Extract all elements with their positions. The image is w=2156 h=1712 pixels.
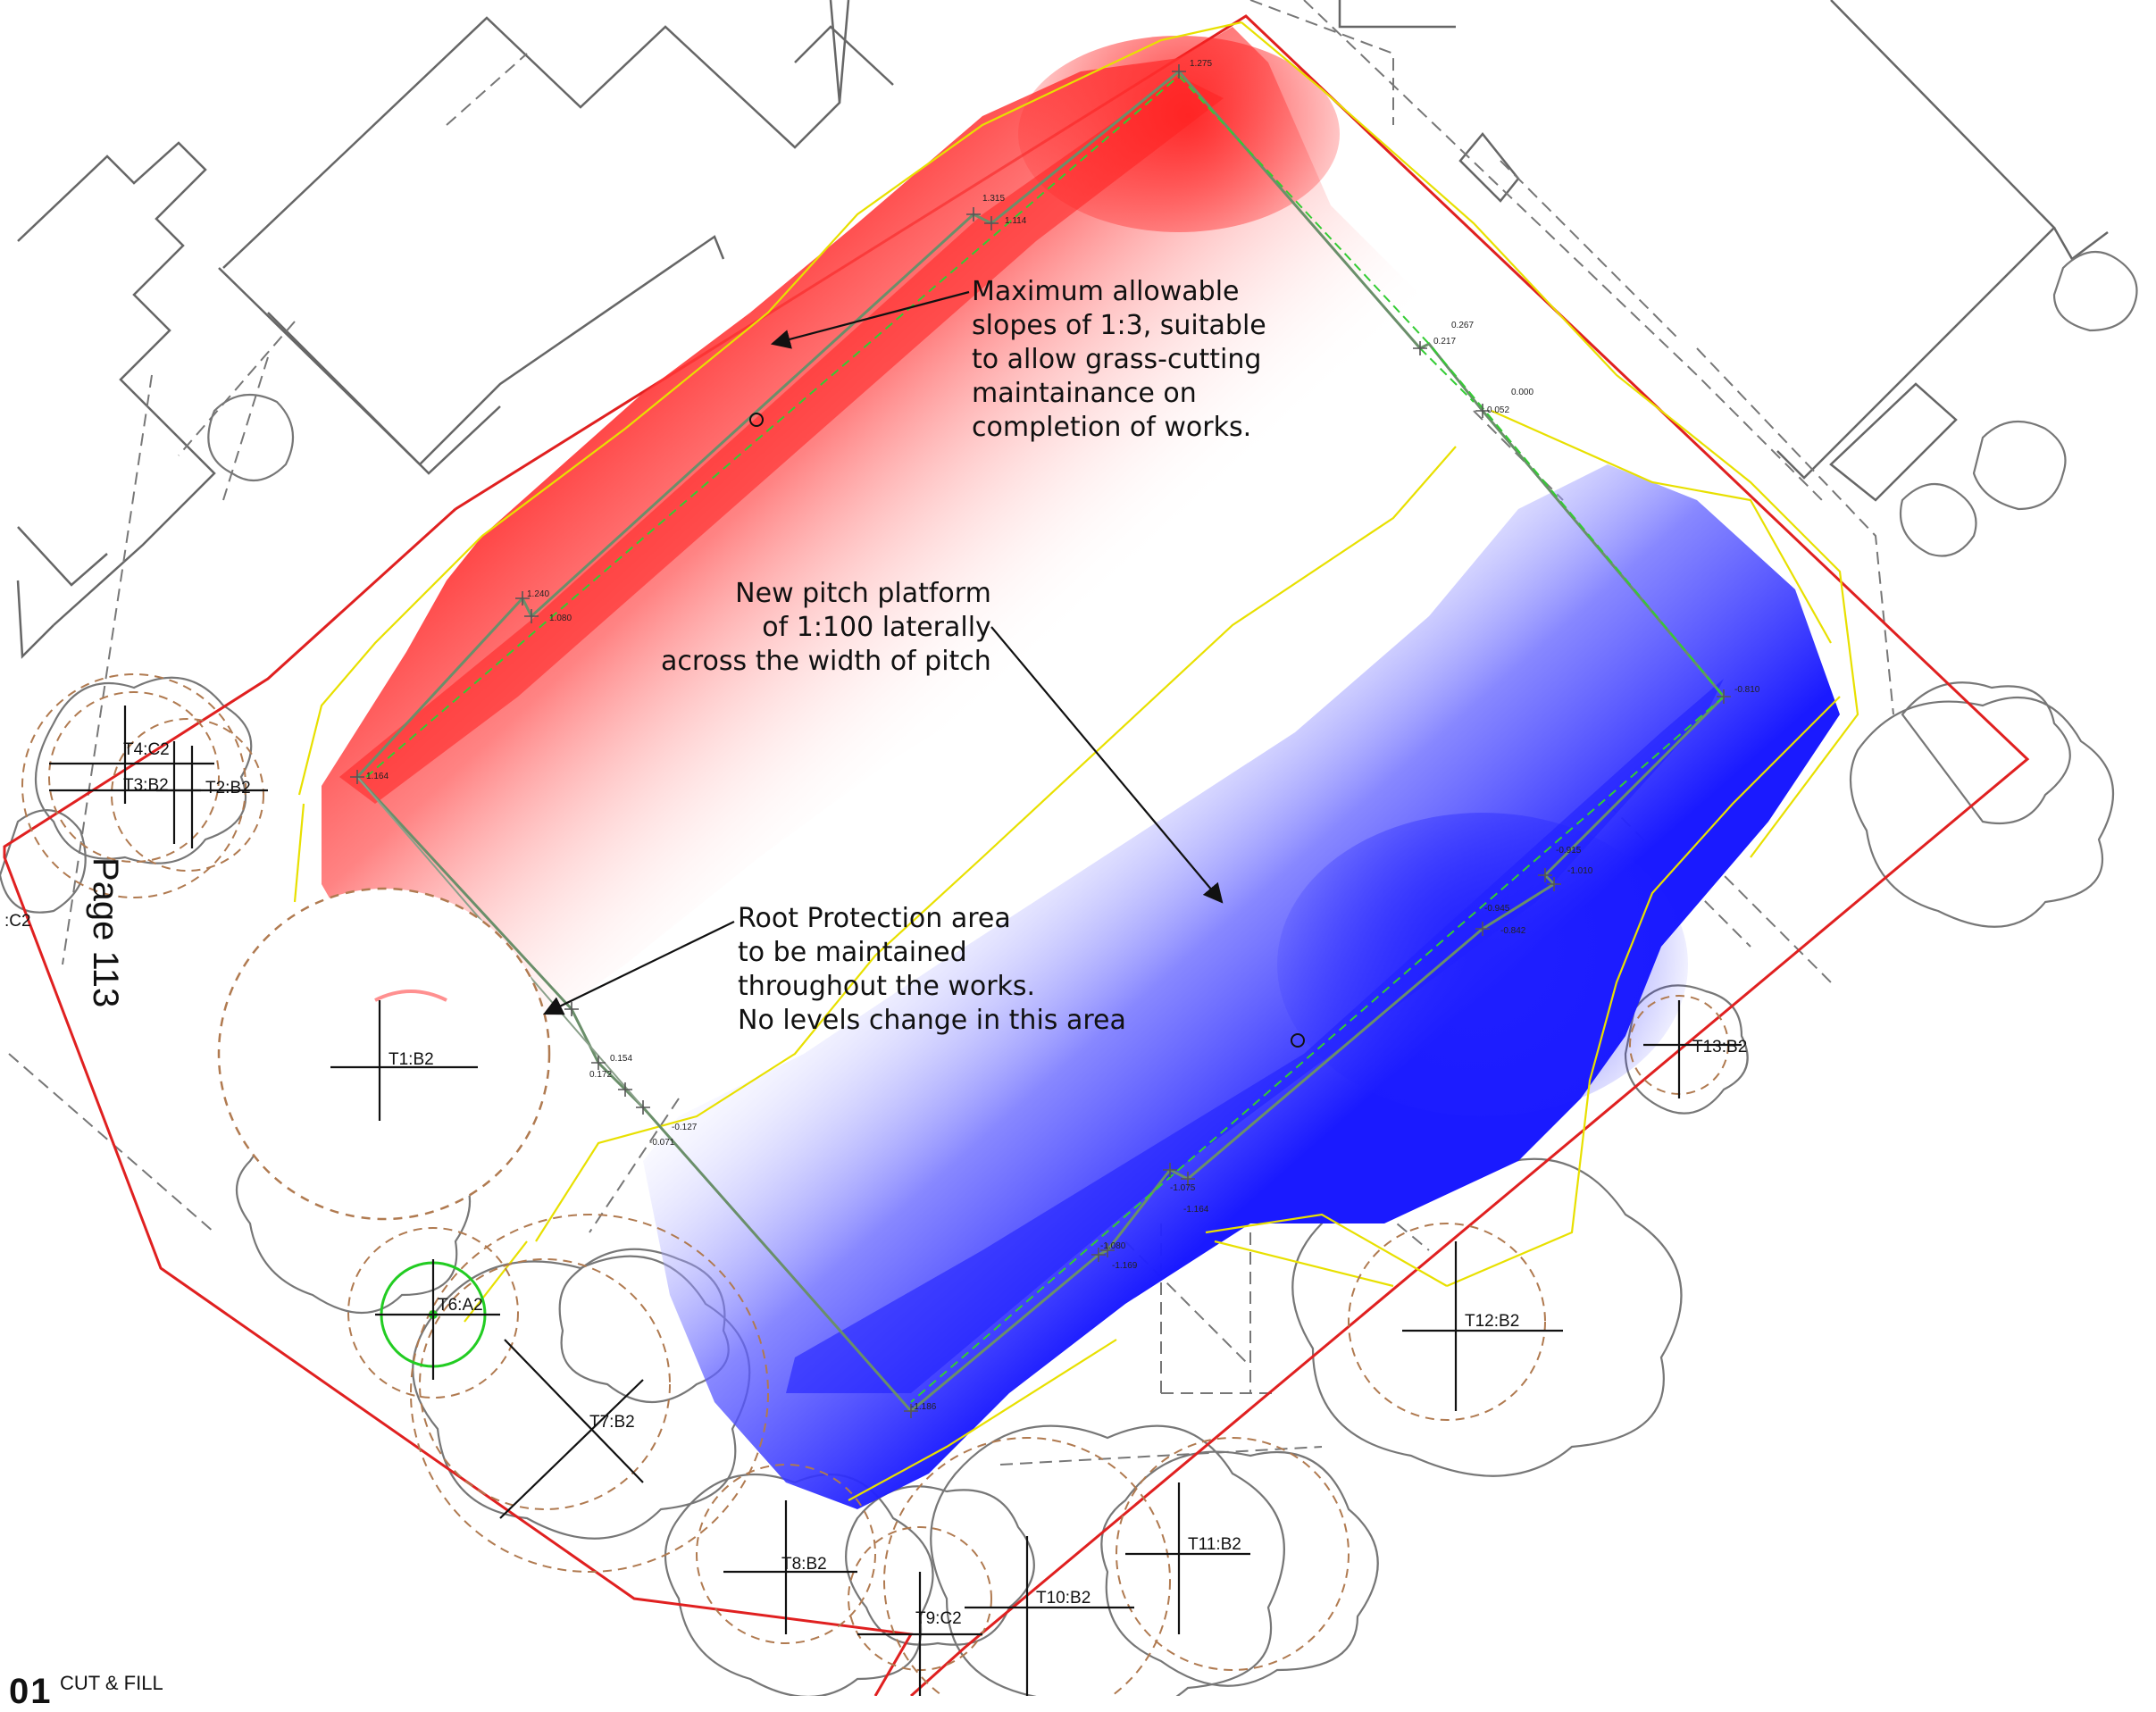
- platform-annotation: New pitch platform of 1:100 laterally ac…: [661, 578, 991, 677]
- level-label: 1.315: [982, 194, 1005, 204]
- cut-zone: [322, 27, 1447, 1027]
- tree-label: T8:B2: [781, 1555, 827, 1574]
- level-label: 1.080: [549, 614, 572, 623]
- level-label: -1.080: [1100, 1241, 1126, 1251]
- tree-label: T2:B2: [205, 779, 251, 798]
- tree-label: T1:B2: [389, 1050, 434, 1069]
- drawing-title: CUT & FILL: [59, 1672, 163, 1694]
- tree-label: T11:B2: [1188, 1535, 1241, 1554]
- level-label: 1.275: [1190, 59, 1212, 69]
- level-label: -0.127: [672, 1123, 698, 1132]
- slopes-annotation: Maximum allowable slopes of 1:3, suitabl…: [972, 276, 1266, 443]
- tree-label: T9:C2: [915, 1609, 962, 1628]
- drawing-number: 01: [9, 1672, 53, 1711]
- cut-zone-core: [339, 76, 1224, 804]
- tree-label: T7:B2: [589, 1413, 635, 1432]
- annotation-arrows: [543, 290, 1224, 1015]
- tree-label: T13:B2: [1692, 1038, 1747, 1056]
- fill-zone-patch: [1277, 813, 1688, 1116]
- level-label: -1.164: [1183, 1205, 1209, 1215]
- level-markers: [350, 64, 1731, 1418]
- level-label: -1.075: [1170, 1183, 1196, 1193]
- tree-labels: T1:B2 T2:B2 T3:B2 T4:C2 T6:A2 T7:B2 T8:B…: [4, 740, 1747, 1628]
- level-label: 0.052: [1487, 405, 1509, 415]
- level-label: -1.169: [1112, 1261, 1138, 1271]
- level-label: 0.000: [1511, 388, 1533, 397]
- level-label: -1.186: [911, 1402, 937, 1412]
- level-label: -0.945: [1484, 904, 1510, 914]
- level-label: 1.114: [1005, 216, 1027, 226]
- setout-lines: [293, 21, 1859, 1501]
- tree-label: T4:C2: [123, 740, 170, 759]
- level-label: -0.842: [1500, 926, 1526, 936]
- root-protection-annotation: Root Protection area to be maintained th…: [738, 903, 1126, 1036]
- level-label: 1.240: [527, 589, 549, 599]
- level-label: -0.071: [649, 1138, 675, 1148]
- level-label: 1.164: [366, 772, 389, 781]
- level-label: 0.217: [1433, 337, 1456, 347]
- spot-marker-north: [749, 413, 764, 427]
- spot-marker-south: [1291, 1033, 1305, 1048]
- level-labels: 1.275 1.315 1.114 0.267 0.217 0.000 0.05…: [366, 59, 1760, 1412]
- level-label: -1.010: [1567, 866, 1593, 876]
- tree-label: :C2: [4, 912, 31, 931]
- existing-buildings: [16, 0, 2109, 659]
- level-label: -0.810: [1734, 685, 1760, 695]
- rpa-red-tint: [374, 990, 447, 1002]
- fill-zone: [643, 464, 1840, 1509]
- level-label: 0.154: [610, 1054, 632, 1064]
- tree-crosshairs: [49, 706, 1742, 1696]
- level-label: 0.172: [589, 1070, 612, 1080]
- fill-zone-core: [786, 679, 1724, 1393]
- root-protection-area: [217, 887, 551, 1221]
- cut-zone-top: [1018, 36, 1340, 232]
- title-block: 01 CUT & FILL: [9, 1672, 163, 1712]
- level-label: 0.267: [1451, 321, 1474, 330]
- pitch-platform-green-dashes: [365, 75, 1725, 1403]
- tree-label: T6:A2: [438, 1296, 483, 1315]
- level-label: -0.915: [1556, 846, 1582, 856]
- tree-label: T12:B2: [1465, 1312, 1519, 1331]
- page-label: Page 113: [86, 857, 125, 1008]
- tree-label: T10:B2: [1036, 1589, 1091, 1608]
- tree-label: T3:B2: [123, 776, 169, 795]
